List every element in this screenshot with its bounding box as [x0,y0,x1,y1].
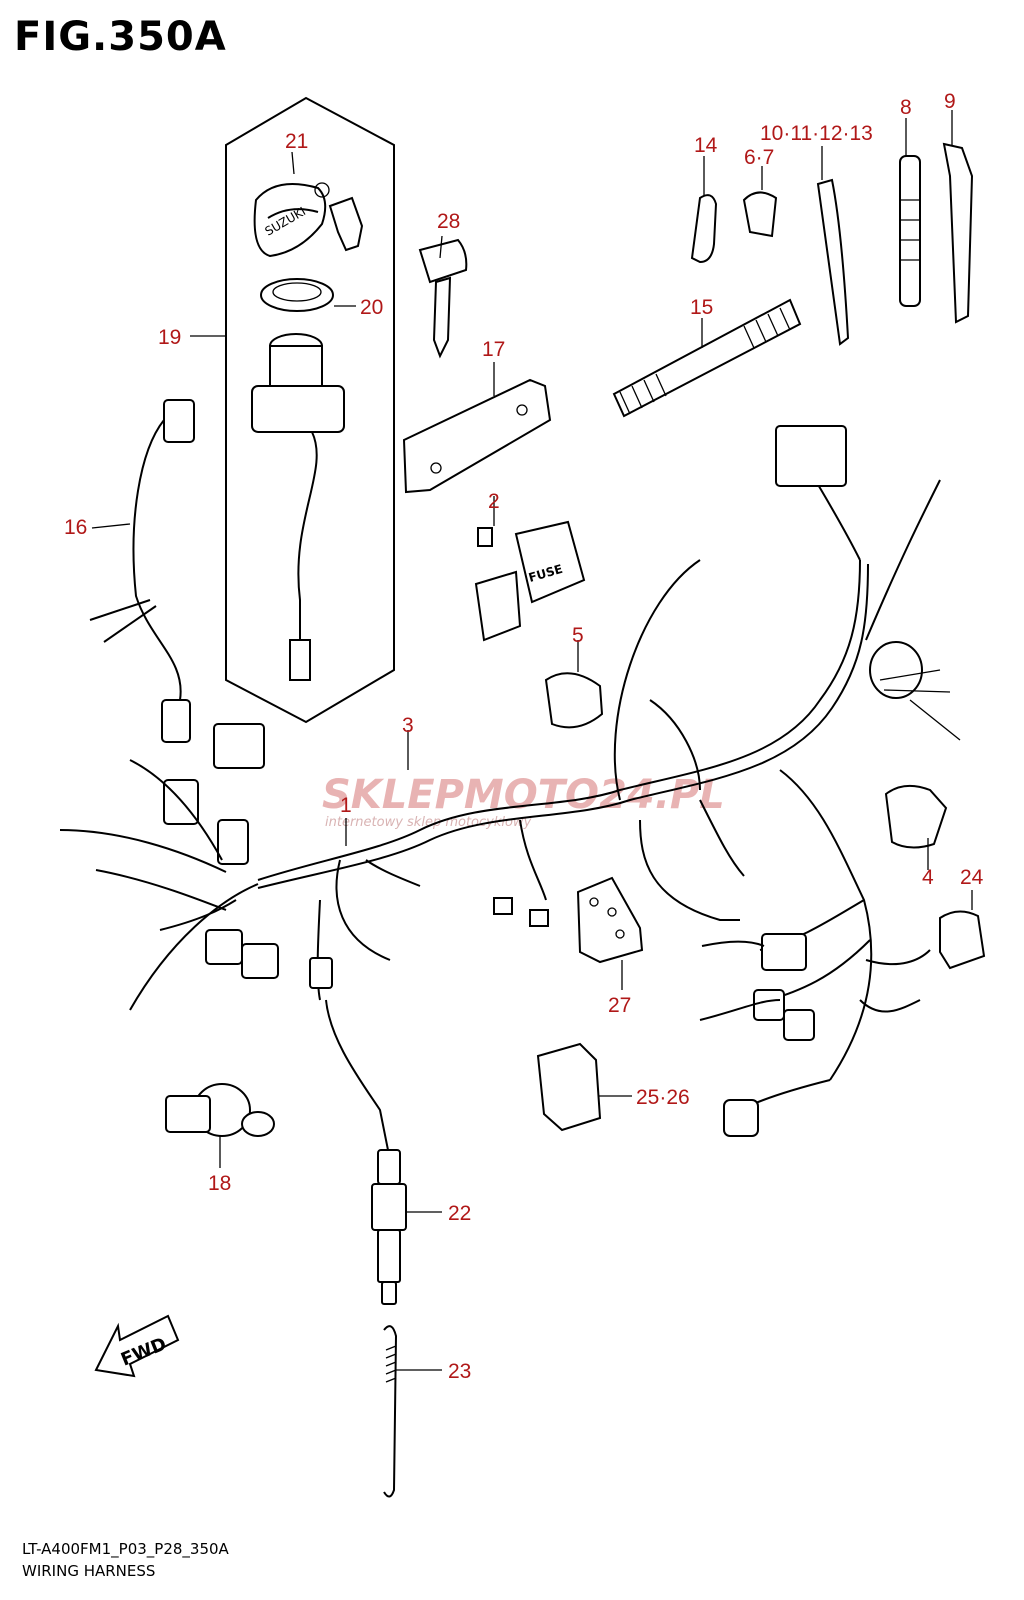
callout-4: 4 [922,866,934,889]
boot-cap-5-part [544,672,604,729]
spring-pin-part [383,1325,398,1498]
model-code: LT-A400FM1_P03_P28_350A [22,1540,229,1558]
relay-part [536,1042,602,1132]
callout-2: 2 [488,490,500,513]
callout-6-7: 6·7 [744,146,774,169]
callout-20: 20 [360,296,383,319]
leader-lines [91,110,973,1371]
mounting-plate-part [576,876,644,964]
callout-19: 19 [158,326,181,349]
sensor-18-part [165,1083,275,1137]
boot-cap-4-part [884,784,948,849]
callout-10-13: 10·11·12·13 [760,122,873,145]
sensor-probe-part [325,999,407,1305]
callout-8: 8 [900,96,912,119]
bracket-part [402,378,552,494]
callout-24: 24 [960,866,984,889]
callout-16: 16 [64,516,87,539]
section-name: WIRING HARNESS [22,1562,156,1580]
forward-arrow-icon: FWD [94,1314,180,1378]
callout-9: 9 [944,90,956,113]
spare-key-part [418,238,468,359]
callout-25-26: 25·26 [636,1086,690,1109]
callout-23: 23 [448,1360,471,1383]
callout-17: 17 [482,338,505,361]
callout-5: 5 [572,624,584,647]
watermark-brand: SKLEPMOTO24.PL [322,772,725,818]
figure-title: FIG.350A [14,14,227,60]
callout-14: 14 [694,134,718,157]
callout-15: 15 [690,296,713,319]
callout-3: 3 [402,714,414,737]
callouts: 21 20 19 16 28 17 2 3 1 5 14 15 6·7 10·1… [64,90,984,1383]
callout-28: 28 [437,210,460,233]
ignition-switch-frame [225,96,395,724]
band-strap-9-part [942,142,974,324]
callout-27: 27 [608,994,631,1017]
callout-22: 22 [448,1202,471,1225]
main-harness-part [59,425,961,1137]
fuse-box-part: FUSE [474,520,586,642]
clamp-strap-part [690,194,718,264]
watermark-tagline: internetowy sklep motocyklowy [325,815,532,830]
cable-tie-part [816,178,850,346]
callout-21: 21 [285,130,308,153]
band-strap-8-part [899,155,921,307]
ignition-key-cap-part: SUZUKI [253,182,364,258]
watermark: SKLEPMOTO24.PL internetowy sklep motocyk… [322,772,725,830]
ring-nut-part [260,278,334,312]
ignition-switch-body [251,333,345,681]
relay-cap-24-part [939,910,986,970]
sub-harness-part [89,399,195,743]
callout-18: 18 [208,1172,231,1195]
wire-clip-part [742,191,778,238]
protective-sleeve-part [612,298,802,418]
callout-1: 1 [340,794,352,817]
